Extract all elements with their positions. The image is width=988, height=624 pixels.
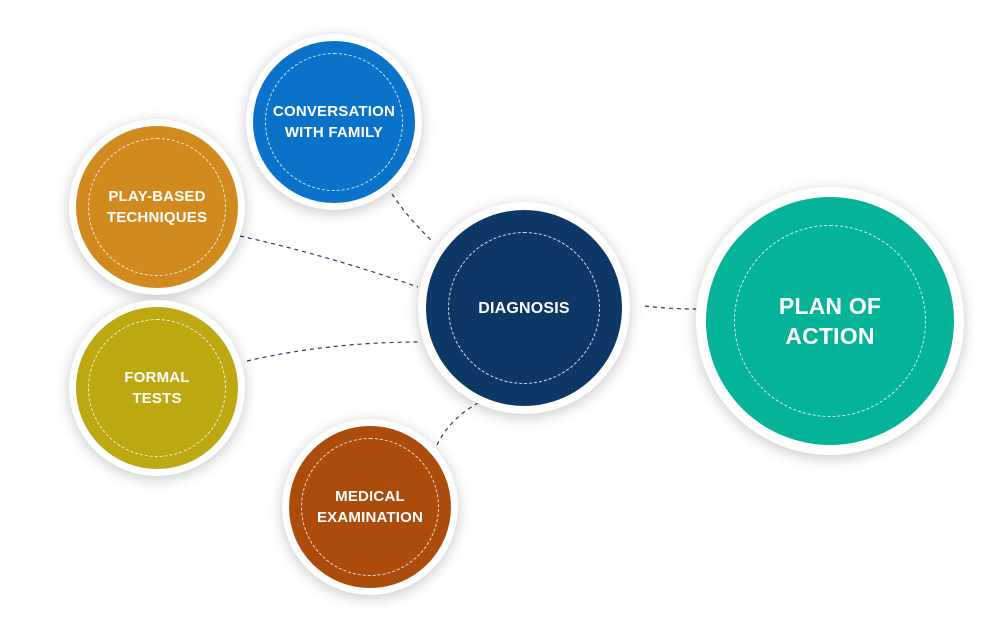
node-label-play: PLAY-BASED TECHNIQUES: [106, 188, 208, 226]
node-medical-fill: MEDICAL EXAMINATION: [289, 426, 451, 588]
node-label-plan: PLAN OF ACTION: [778, 293, 882, 349]
node-plan-fill: PLAN OF ACTION: [706, 197, 954, 445]
node-formal-tests: FORMAL TESTS: [69, 300, 245, 476]
dashed-ring: [301, 438, 439, 576]
node-diagnosis: DIAGNOSIS: [418, 202, 630, 414]
node-plan-of-action: PLAN OF ACTION: [696, 187, 964, 455]
dashed-ring: [734, 225, 926, 417]
connector-medical-diagnosis: [436, 401, 481, 446]
node-medical-examination: MEDICAL EXAMINATION: [282, 419, 458, 595]
connector-diagnosis-plan: [644, 305, 697, 310]
node-label-diagnosis: DIAGNOSIS: [478, 299, 570, 317]
node-conversation-with-family: CONVERSATION WITH FAMILY: [246, 34, 422, 210]
node-formal-fill: FORMAL TESTS: [76, 307, 238, 469]
dashed-ring: [448, 232, 600, 384]
dashed-ring: [88, 138, 226, 276]
node-diagnosis-fill: DIAGNOSIS: [426, 210, 622, 406]
dashed-ring: [265, 53, 403, 191]
node-conversation-fill: CONVERSATION WITH FAMILY: [253, 41, 415, 203]
node-play-fill: PLAY-BASED TECHNIQUES: [76, 126, 238, 288]
connector-conversation-diagnosis: [391, 193, 433, 242]
connector-formal-diagnosis: [246, 341, 421, 362]
node-label-medical: MEDICAL EXAMINATION: [316, 488, 424, 526]
dashed-ring: [88, 319, 226, 457]
node-label-formal: FORMAL TESTS: [124, 369, 190, 407]
node-label-conversation: CONVERSATION WITH FAMILY: [272, 103, 396, 141]
connector-play-diagnosis: [239, 235, 419, 288]
node-play-based-techniques: PLAY-BASED TECHNIQUES: [69, 119, 245, 295]
